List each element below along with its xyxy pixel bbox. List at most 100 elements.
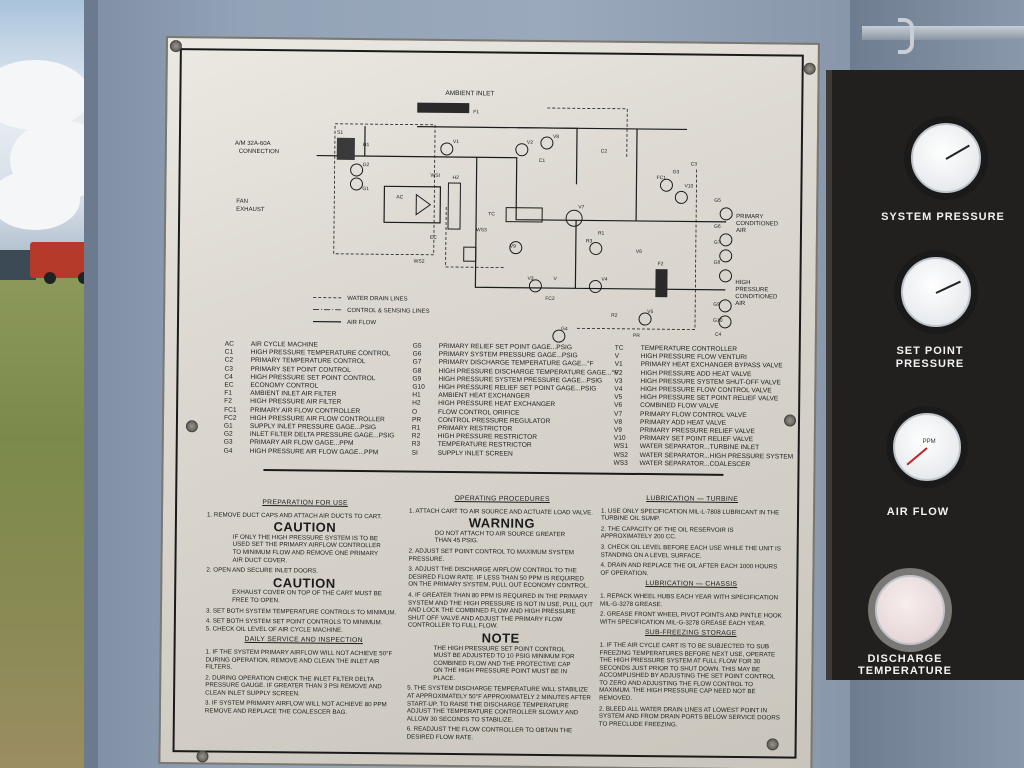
- note-heading: NOTE: [481, 630, 520, 646]
- ambient-inlet-filter: [417, 102, 470, 114]
- svg-text:WS3: WS3: [476, 227, 487, 233]
- legend-code: H2: [412, 400, 421, 408]
- svg-text:AIR: AIR: [736, 228, 747, 234]
- legend-code: V8: [613, 418, 623, 426]
- gauge-unit: PPM: [922, 438, 936, 445]
- legend-code: C4: [224, 373, 233, 381]
- svg-text:HIGH: HIGH: [735, 280, 750, 286]
- legend-code: V6: [614, 402, 623, 410]
- svg-text:G9: G9: [713, 302, 720, 308]
- caution-text: EXHAUST COVER ON TOP OF THE CART MUST BE…: [232, 589, 382, 605]
- svg-text:V1: V1: [453, 139, 459, 145]
- svg-text:R3: R3: [586, 238, 593, 244]
- legend-code: C2: [224, 357, 234, 365]
- legend-code: SI: [411, 449, 418, 457]
- cloud: [0, 170, 80, 230]
- legend-code: AC: [224, 340, 234, 348]
- svg-text:V4: V4: [601, 277, 607, 283]
- svg-text:V10: V10: [684, 183, 693, 189]
- caution-heading: CAUTION: [273, 519, 337, 535]
- legend-control: CONTROL & SENSING LINES: [347, 308, 430, 315]
- svg-text:V8: V8: [553, 134, 559, 140]
- svg-text:G4: G4: [561, 326, 568, 332]
- legend-code: O: [412, 408, 418, 416]
- supply-inlet-screen: [336, 137, 355, 160]
- cart-frame-edge: [84, 0, 98, 768]
- svg-text:G10: G10: [713, 318, 723, 324]
- svg-text:G8: G8: [714, 260, 721, 266]
- legend-code: G6: [412, 350, 422, 358]
- preparation-section: PREPARATION FOR USE 1. REMOVE DUCT CAPS …: [205, 496, 403, 720]
- legend-code: V: [614, 352, 620, 360]
- legend-code: G4: [223, 447, 233, 455]
- legend-code: C1: [224, 348, 234, 356]
- rail-hook: [898, 18, 914, 54]
- legend-code: V2: [614, 369, 623, 377]
- svg-text:EC: EC: [430, 235, 437, 241]
- legend-description: SUPPLY INLET SCREEN: [437, 449, 513, 458]
- svg-text:WS2: WS2: [414, 259, 425, 265]
- screw: [803, 62, 816, 75]
- lubrication-step: 4. DRAIN AND REPLACE THE OIL AFTER EACH …: [600, 561, 778, 577]
- legend-air-flow: AIR FLOW: [347, 320, 376, 326]
- daily-step: 1. IF THE SYSTEM PRIMARY AIRFLOW WILL NO…: [205, 648, 393, 671]
- cloud: [0, 60, 90, 130]
- operating-step: 3. ADJUST THE DISCHARGE AIRFLOW CONTROL …: [408, 565, 590, 590]
- operating-step: 5. THE SYSTEM DISCHARGE TEMPERATURE WILL…: [406, 685, 591, 724]
- system-pressure-label: SYSTEM PRESSURE: [881, 211, 1005, 223]
- legend-code: G3: [223, 439, 233, 447]
- svg-text:V7: V7: [578, 204, 584, 210]
- legend-code: R3: [411, 441, 421, 449]
- screw: [169, 40, 182, 53]
- legend-code: G7: [412, 359, 422, 367]
- gauge-face: [910, 122, 982, 194]
- lubrication-step: 2. THE CAPACITY OF THE OIL RESERVOIR IS …: [600, 525, 734, 541]
- svg-text:G3: G3: [673, 169, 680, 175]
- gauge-needle: [906, 447, 928, 466]
- legend-code: C3: [224, 365, 233, 373]
- lubrication-step: 1. USE ONLY SPECIFICATION MIL-L-7808 LUB…: [600, 507, 780, 523]
- lubrication-turbine-title: LUBRICATION — TURBINE: [646, 495, 739, 504]
- legend-code: FC2: [223, 414, 237, 422]
- screw: [196, 750, 209, 763]
- svg-text:G1: G1: [362, 186, 369, 192]
- svg-text:V: V: [553, 276, 557, 282]
- legend-code: WS3: [613, 459, 628, 467]
- legend-code: G8: [412, 367, 422, 375]
- lubrication-section: LUBRICATION — TURBINE 1. USE ONLY SPECIF…: [599, 493, 783, 733]
- svg-text:R1: R1: [598, 231, 605, 237]
- sub-freezing-title: SUB-FREEZING STORAGE: [644, 629, 737, 638]
- operating-step: 2. ADJUST SET POINT CONTROL TO MAXIMUM S…: [408, 547, 574, 563]
- svg-text:AC: AC: [396, 194, 403, 200]
- svg-text:EXHAUST: EXHAUST: [236, 207, 265, 213]
- legend-water-drain: WATER DRAIN LINES: [347, 296, 407, 303]
- svg-text:F2: F2: [658, 261, 664, 267]
- warning-text: DO NOT ATTACH TO AIR SOURCE GREATER THAN…: [434, 529, 566, 545]
- legend-code: R2: [411, 432, 421, 440]
- prep-step: 3. SET BOTH SYSTEM TEMPERATURE CONTROLS …: [205, 606, 397, 616]
- handrail: [862, 26, 1024, 40]
- svg-text:PRIMARY: PRIMARY: [736, 214, 763, 220]
- caution-text: IF ONLY THE HIGH PRESSURE SYSTEM IS TO B…: [232, 533, 381, 564]
- legend-code: WS2: [613, 451, 628, 459]
- legend-code: TC: [614, 344, 624, 352]
- svg-text:FAN: FAN: [236, 199, 248, 205]
- operating-section: OPERATING PROCEDURES 1. ATTACH CART TO A…: [407, 493, 596, 747]
- lubrication-step: 3. CHECK OIL LEVEL BEFORE EACH USE WHILE…: [600, 543, 781, 560]
- air-cycle-machine: [383, 185, 442, 224]
- svg-text:CONDITIONED: CONDITIONED: [736, 221, 779, 227]
- svg-text:FC2: FC2: [545, 296, 555, 302]
- svg-text:PR: PR: [633, 333, 640, 339]
- gauge-face: PPM: [892, 412, 962, 482]
- freezing-step: 1. IF THE AIR CYCLE CART IS TO BE SUBJEC…: [599, 641, 776, 702]
- svg-text:G6: G6: [714, 224, 721, 230]
- instruction-placard: AMBIENT INLET A/M 32A-60A CONNECTION FAN…: [158, 36, 820, 768]
- air-flow-label: AIR FLOW: [886, 506, 950, 518]
- freezing-step: 2. BLEED ALL WATER DRAIN LINES AT LOWEST…: [598, 705, 780, 729]
- svg-text:G7: G7: [714, 240, 721, 246]
- legend-description: HIGH PRESSURE AIR FLOW GAGE...PPM: [249, 447, 379, 456]
- operating-step: 4. IF GREATER THAN 80 PPM IS REQUIRED IN…: [407, 591, 593, 630]
- discharge-temperature-label: DISCHARGE TEMPERATURE: [858, 653, 952, 677]
- note-text: THE HIGH PRESSURE SET POINT CONTROL MUST…: [433, 644, 575, 682]
